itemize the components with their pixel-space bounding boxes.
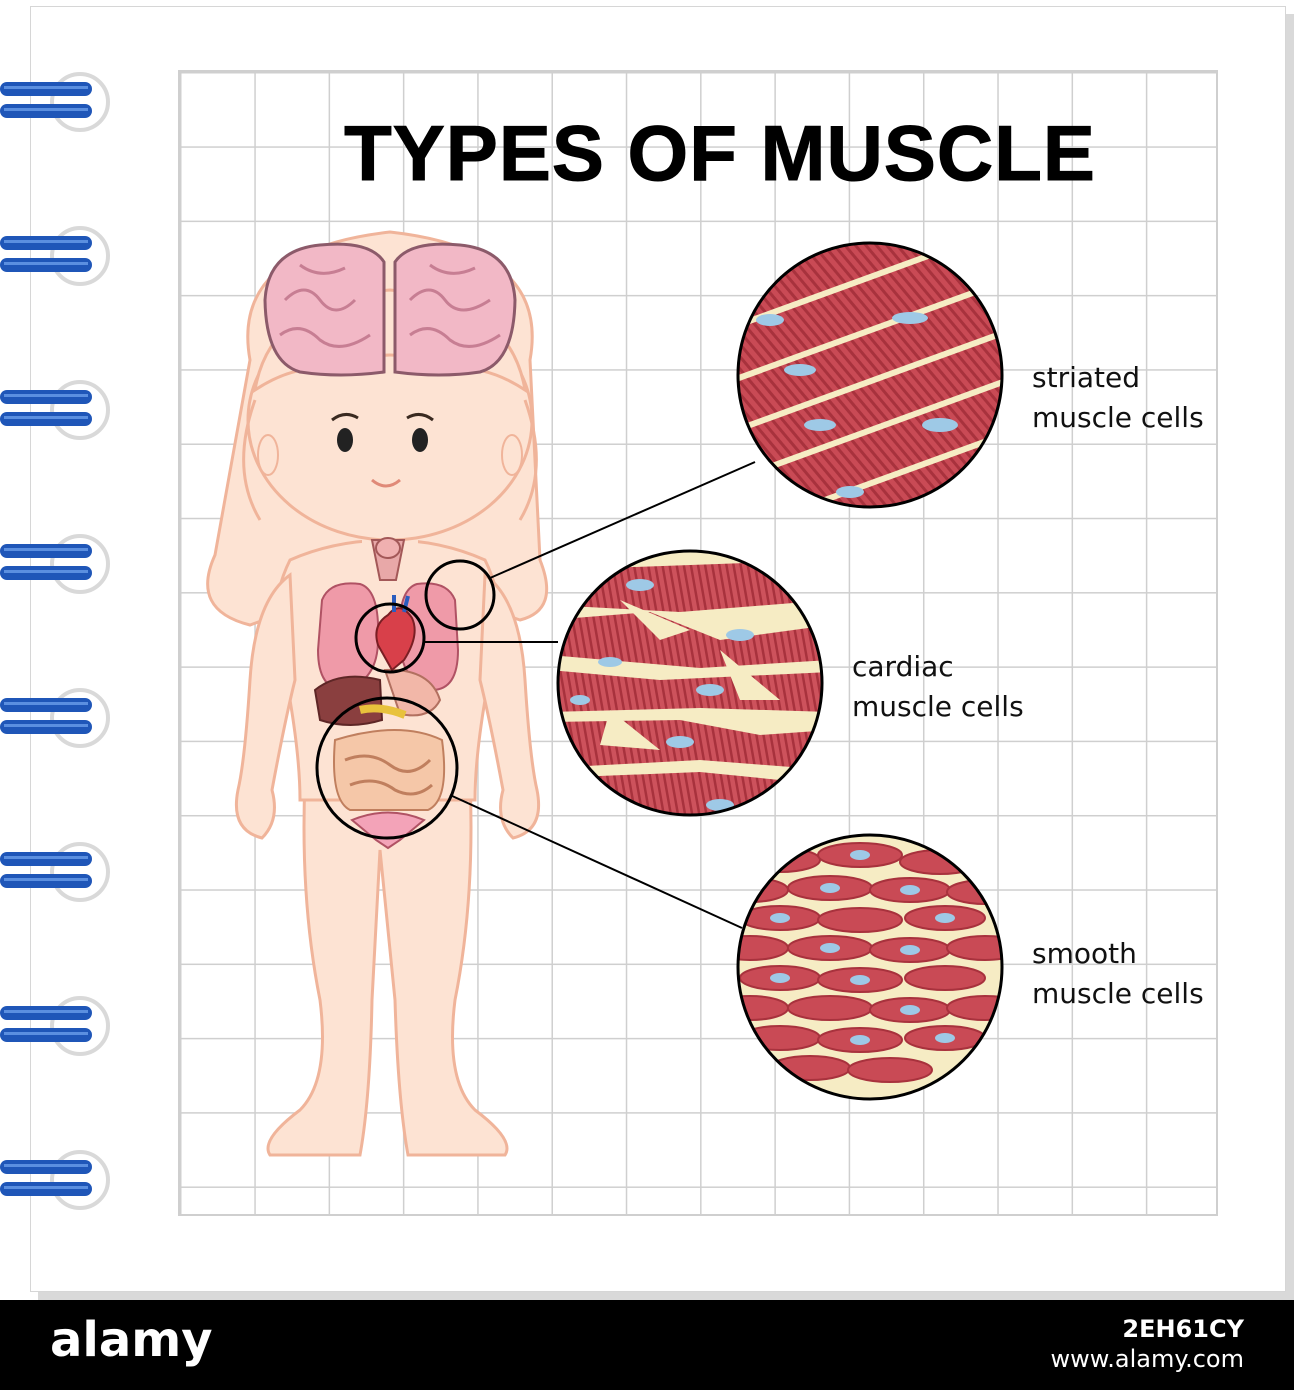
striated-label: striated muscle cells: [1032, 358, 1204, 438]
connector-striated: [489, 461, 756, 579]
connector-smooth: [449, 794, 743, 929]
footer-info: 2EH61CY www.alamy.com: [1051, 1314, 1244, 1374]
smooth-label-line1: smooth: [1032, 937, 1137, 970]
shoulder-zoom-circle: [424, 559, 496, 631]
brain-icon: [263, 242, 517, 377]
page-title: TYPES OF MUSCLE: [344, 109, 1096, 198]
cardiac-label: cardiac muscle cells: [852, 647, 1024, 727]
footer-logo: alamy: [50, 1312, 213, 1368]
smooth-muscle-circle: [736, 833, 1004, 1101]
striated-muscle-circle: [736, 241, 1004, 509]
anatomy-diagram: [206, 230, 1004, 1157]
binding-ring-icon: [0, 72, 110, 132]
cardiac-label-line2: muscle cells: [852, 690, 1024, 723]
footer-bar: alamy 2EH61CY www.alamy.com: [0, 1300, 1294, 1390]
binding-ring-icon: [0, 380, 110, 440]
cardiac-muscle-circle: [556, 549, 824, 817]
binding-ring-icon: [0, 996, 110, 1056]
striated-label-line1: striated: [1032, 361, 1140, 394]
striated-label-line2: muscle cells: [1032, 401, 1204, 434]
binding-ring-icon: [0, 1150, 110, 1210]
smooth-label: smooth muscle cells: [1032, 934, 1204, 1014]
binding-ring-icon: [0, 534, 110, 594]
footer-image-id: 2EH61CY: [1122, 1315, 1244, 1343]
smooth-label-line2: muscle cells: [1032, 977, 1204, 1010]
cardiac-label-line1: cardiac: [852, 650, 954, 683]
heart-zoom-circle: [354, 602, 426, 674]
binding-ring-icon: [0, 688, 110, 748]
girl-face: [257, 413, 523, 488]
binding-ring-icon: [0, 842, 110, 902]
binding-ring-icon: [0, 226, 110, 286]
footer-url: www.alamy.com: [1050, 1345, 1244, 1373]
abdomen-zoom-circle: [315, 696, 459, 840]
